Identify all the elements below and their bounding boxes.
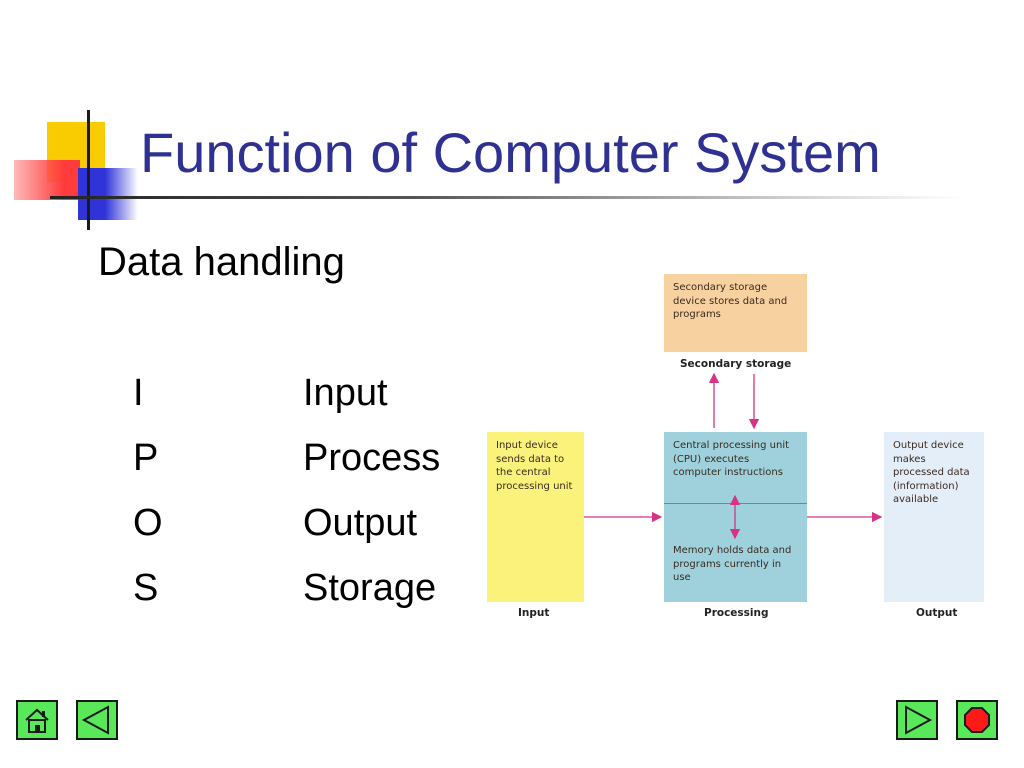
ipos-letter: P xyxy=(133,437,159,479)
input-box: Input device sends data to the central p… xyxy=(487,432,584,602)
triangle-left-icon xyxy=(81,705,109,735)
slide-title: Function of Computer System xyxy=(140,121,881,184)
next-slide-button[interactable] xyxy=(896,700,938,740)
previous-slide-button[interactable] xyxy=(76,700,118,740)
output-label: Output xyxy=(916,607,958,619)
ipos-word: Output xyxy=(303,502,418,544)
house-icon xyxy=(25,708,49,733)
triangle-right-icon xyxy=(905,705,933,735)
home-button[interactable] xyxy=(16,700,58,740)
title-decoration-vertical-line xyxy=(87,110,90,230)
ipos-row-output: O Output xyxy=(133,502,493,567)
ipos-row-input: I Input xyxy=(133,372,493,437)
processing-label: Processing xyxy=(704,607,769,619)
output-box: Output device makes processed data (info… xyxy=(884,432,984,602)
title-decoration-red-block xyxy=(14,160,80,200)
ipos-diagram: Secondary storage device stores data and… xyxy=(484,270,984,630)
ipos-word: Storage xyxy=(303,567,437,609)
diagram-arrows xyxy=(584,372,883,540)
slide-subtitle: Data handling xyxy=(98,240,345,284)
input-label: Input xyxy=(518,607,550,619)
secondary-storage-box: Secondary storage device stores data and… xyxy=(664,274,807,352)
ipos-word: Input xyxy=(303,372,388,414)
cpu-box: Central processing unit (CPU) executes c… xyxy=(664,432,807,504)
ipos-list: I Input P Process O Output S Storage xyxy=(133,372,493,632)
ipos-letter: S xyxy=(133,567,159,609)
ipos-letter: I xyxy=(133,372,144,414)
ipos-row-storage: S Storage xyxy=(133,567,493,632)
ipos-word: Process xyxy=(303,437,441,479)
secondary-storage-label: Secondary storage xyxy=(680,358,792,370)
ipos-letter: O xyxy=(133,502,163,544)
stop-octagon-icon xyxy=(964,707,990,733)
title-underline xyxy=(50,196,962,199)
end-show-button[interactable] xyxy=(956,700,998,740)
ipos-row-process: P Process xyxy=(133,437,493,502)
